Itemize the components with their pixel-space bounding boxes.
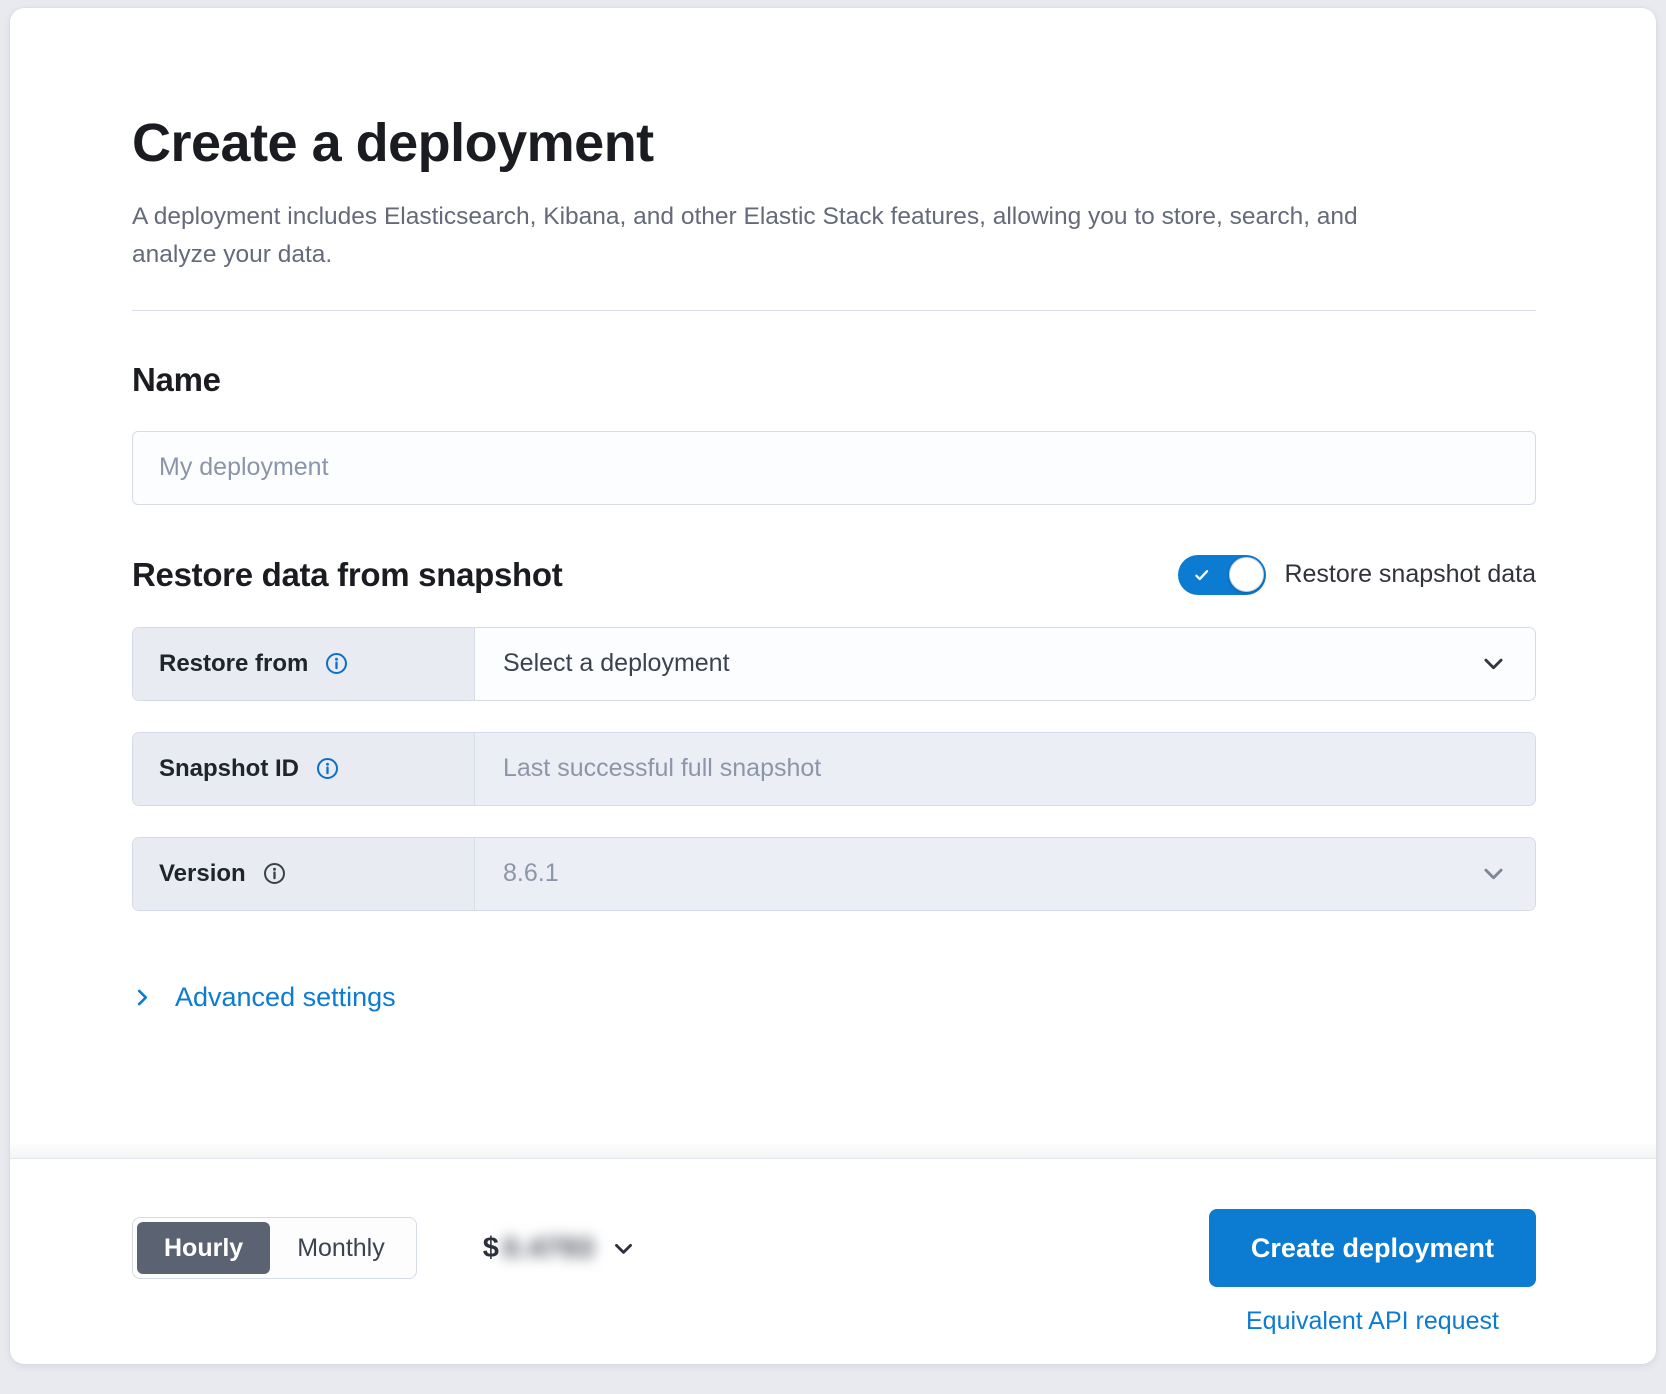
price-currency: $ bbox=[482, 1231, 499, 1264]
check-icon bbox=[1193, 566, 1211, 584]
restore-from-select[interactable]: Select a deployment bbox=[475, 627, 1535, 700]
price-dropdown[interactable]: $ 0.4793 bbox=[483, 1232, 636, 1265]
bottom-bar: Hourly Monthly $ 0.4793 Create deploymen… bbox=[10, 1142, 1656, 1364]
version-label: Version bbox=[159, 859, 246, 887]
name-section: Name bbox=[132, 361, 1536, 505]
restore-section-header: Restore data from snapshot Restore snaps… bbox=[132, 554, 1536, 595]
info-icon[interactable] bbox=[316, 757, 339, 780]
create-deployment-card: Create a deployment A deployment include… bbox=[10, 8, 1656, 1364]
price-amount-blurred: 0.4793 bbox=[502, 1232, 595, 1263]
chevron-down-icon bbox=[1480, 650, 1507, 677]
restore-toggle-group: Restore snapshot data bbox=[1178, 554, 1536, 595]
create-deployment-button[interactable]: Create deployment bbox=[1208, 1209, 1536, 1287]
chevron-down-icon bbox=[1480, 860, 1507, 887]
version-select: 8.6.1 bbox=[475, 837, 1535, 910]
page-title: Create a deployment bbox=[132, 113, 654, 173]
billing-controls: Hourly Monthly $ 0.4793 bbox=[132, 1209, 636, 1287]
advanced-settings-label: Advanced settings bbox=[175, 981, 396, 1012]
info-icon[interactable] bbox=[263, 862, 286, 885]
version-row: Version 8.6.1 bbox=[132, 836, 1536, 911]
info-icon[interactable] bbox=[325, 652, 348, 675]
restore-from-row: Restore from Select a deployment bbox=[132, 626, 1536, 701]
hourly-button[interactable]: Hourly bbox=[137, 1222, 271, 1274]
version-label-cell: Version bbox=[133, 837, 475, 910]
snapshot-id-placeholder: Last successful full snapshot bbox=[503, 754, 822, 783]
snapshot-id-row: Snapshot ID Last successful full snapsho… bbox=[132, 731, 1536, 806]
version-select-value: 8.6.1 bbox=[503, 859, 559, 888]
page-subtitle: A deployment includes Elasticsearch, Kib… bbox=[132, 203, 1358, 268]
snapshot-id-field: Last successful full snapshot bbox=[475, 732, 1535, 805]
chevron-down-icon bbox=[611, 1236, 636, 1261]
snapshot-id-label-cell: Snapshot ID bbox=[133, 732, 475, 805]
chevron-right-icon bbox=[132, 987, 153, 1008]
restore-toggle-label: Restore snapshot data bbox=[1284, 560, 1536, 589]
restore-from-label: Restore from bbox=[159, 649, 309, 677]
toggle-knob bbox=[1229, 556, 1265, 592]
advanced-settings-link[interactable]: Advanced settings bbox=[132, 982, 396, 1013]
restore-snapshot-toggle[interactable] bbox=[1178, 554, 1267, 595]
main-content: Create a deployment A deployment include… bbox=[10, 8, 1656, 1158]
monthly-button[interactable]: Monthly bbox=[270, 1222, 412, 1274]
restore-heading: Restore data from snapshot bbox=[132, 555, 563, 593]
header-divider bbox=[132, 309, 1536, 311]
equivalent-api-request-link[interactable]: Equivalent API request bbox=[1245, 1307, 1499, 1335]
name-heading: Name bbox=[132, 360, 221, 398]
billing-period-toggle: Hourly Monthly bbox=[132, 1217, 417, 1279]
restore-from-label-cell: Restore from bbox=[133, 627, 475, 700]
snapshot-id-label: Snapshot ID bbox=[159, 754, 300, 782]
deployment-name-input[interactable] bbox=[132, 430, 1536, 505]
create-actions: Create deployment Equivalent API request bbox=[1208, 1209, 1536, 1336]
restore-from-select-value: Select a deployment bbox=[503, 649, 730, 678]
